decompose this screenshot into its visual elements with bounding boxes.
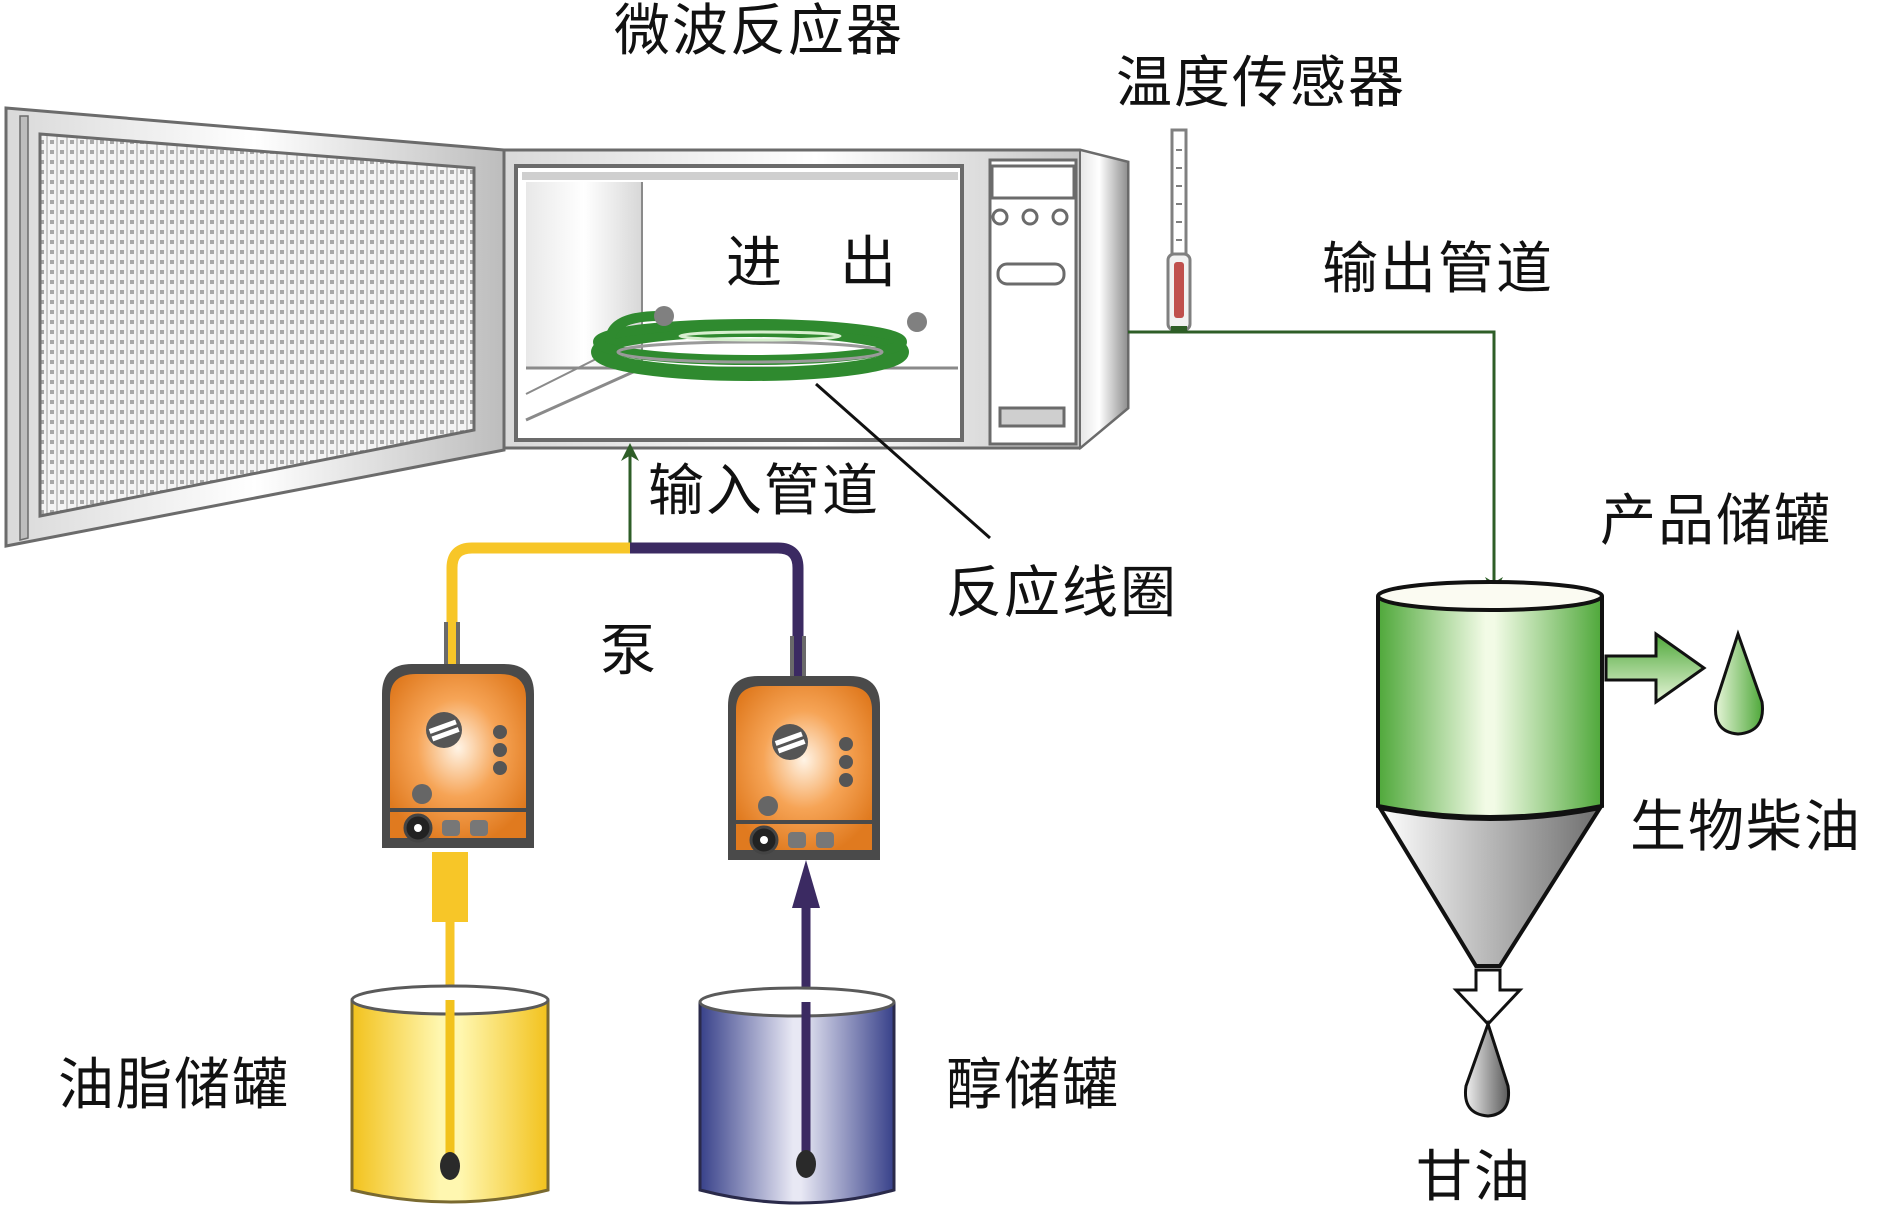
coil-inlet-port	[654, 306, 674, 326]
alcohol-flow-arrow-icon	[792, 860, 820, 908]
biodiesel-label: 生物柴油	[1630, 795, 1862, 860]
outlet-label: 出	[840, 231, 898, 296]
pump-button	[839, 755, 853, 769]
pump-dial	[758, 796, 778, 816]
pump-button	[493, 761, 507, 775]
product-tank-label: 产品储罐	[1600, 489, 1832, 554]
oil-tank-label: 油脂储罐	[58, 1053, 290, 1118]
alcohol-intake	[796, 1150, 816, 1178]
input-pipe-label: 输入管道	[648, 459, 880, 524]
reaction-coil	[591, 306, 927, 381]
oil-suction-connector	[432, 852, 468, 922]
handle-slot	[996, 262, 1066, 286]
output-pipe-label: 输出管道	[1322, 237, 1554, 302]
inlet-label: 进	[726, 231, 784, 296]
output-pipe	[1128, 330, 1503, 595]
pump-dial	[412, 784, 432, 804]
alcohol-pump	[728, 676, 880, 860]
pump-button	[493, 743, 507, 757]
biodiesel-drop-icon	[1713, 629, 1764, 736]
product-tank-icon	[1375, 580, 1605, 968]
microwave-reactor-label: 微波反应器	[614, 0, 904, 64]
alcohol-tank-icon	[698, 986, 896, 1205]
alcohol-feed-line	[630, 542, 804, 640]
pump-logo-icon	[426, 712, 462, 748]
reaction-coil-label: 反应线圈	[946, 561, 1178, 626]
pump-label: 泵	[600, 619, 658, 684]
pump-port	[816, 832, 834, 848]
bottom-slot	[998, 406, 1066, 428]
knob	[991, 208, 1009, 226]
pump-port	[470, 820, 488, 836]
glycerin-drop-icon	[1463, 1019, 1511, 1118]
oil-pump	[382, 664, 534, 848]
pump-port	[442, 820, 460, 836]
alcohol-tank-label: 醇储罐	[946, 1053, 1120, 1118]
oil-tank-icon	[350, 984, 550, 1204]
pump-logo-icon	[772, 724, 808, 760]
pump-button	[493, 725, 507, 739]
glycerin-arrow-icon	[1452, 968, 1524, 1027]
coil-leader-line	[815, 382, 991, 540]
coil-outlet-port	[907, 312, 927, 332]
knob	[1051, 208, 1069, 226]
pump-button	[839, 737, 853, 751]
oil-feed-line	[446, 542, 630, 628]
microwave-door	[4, 106, 506, 548]
thermometer-icon	[1166, 128, 1192, 332]
biodiesel-arrow-icon	[1604, 631, 1707, 705]
pump-button	[839, 773, 853, 787]
pump-port	[788, 832, 806, 848]
knob	[1021, 208, 1039, 226]
oil-intake	[440, 1152, 460, 1180]
microwave-oven-icon	[4, 106, 1130, 548]
display-window	[990, 164, 1076, 200]
glycerin-label: 甘油	[1416, 1145, 1532, 1210]
temperature-sensor-label: 温度传感器	[1116, 51, 1406, 116]
microwave-body	[502, 148, 1130, 451]
